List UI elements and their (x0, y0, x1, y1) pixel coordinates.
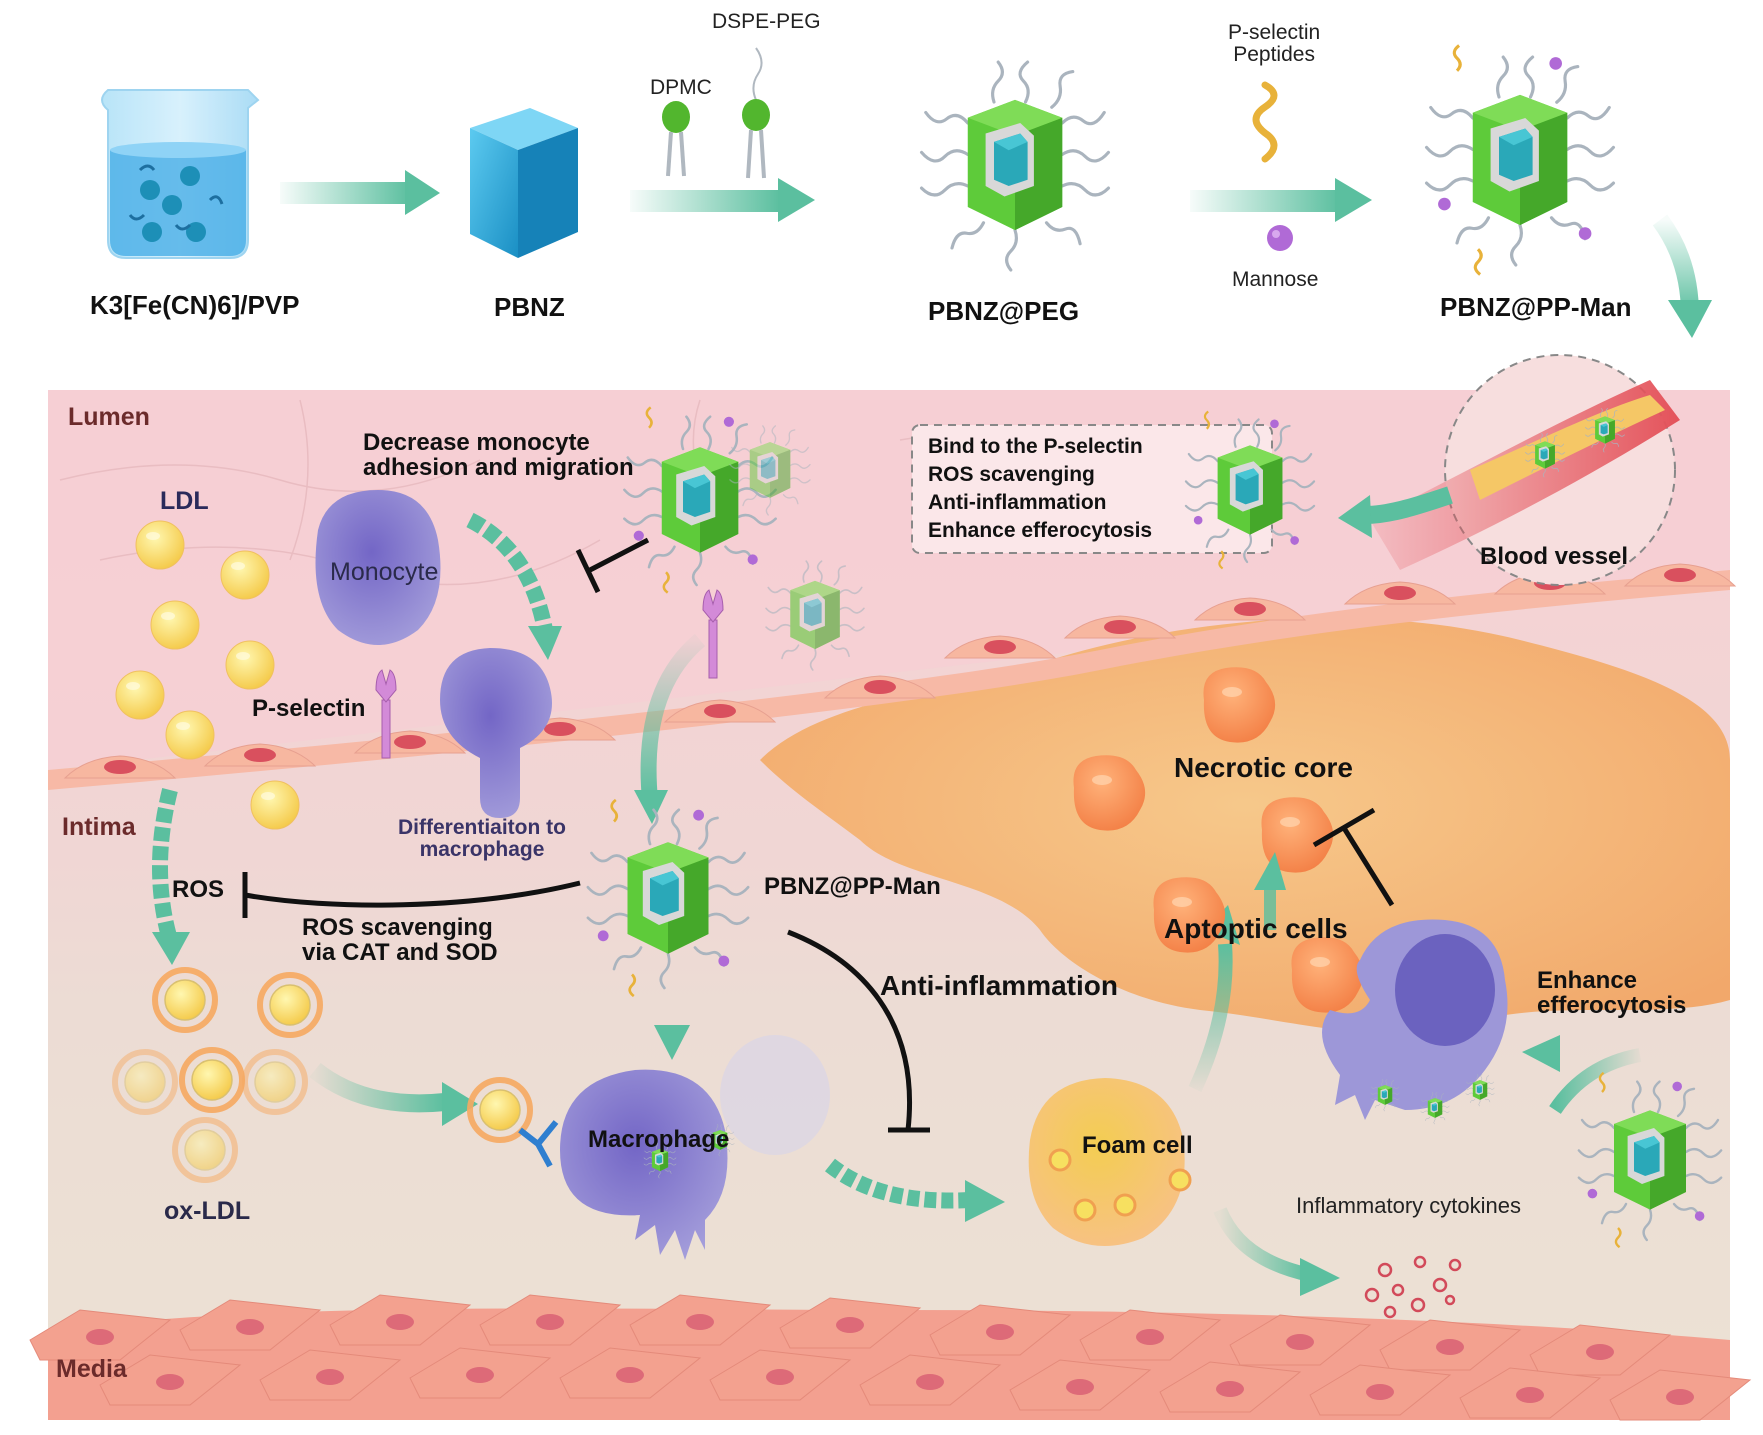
ros-inhibit-line (242, 872, 581, 918)
label-foam-cell: Foam cell (1082, 1132, 1193, 1159)
pbnz-peg-nanoparticle-icon (919, 60, 1111, 272)
functions-box: Bind to the P-selectin ROS scavenging An… (928, 433, 1152, 545)
label-pbnz-pp-man: PBNZ@PP-Man (764, 873, 941, 900)
anti-inflammation-inhibit-line (787, 929, 930, 1133)
label-p-selectin-peptides: P-selectin Peptides (1228, 21, 1321, 67)
label-mannose: Mannose (1232, 268, 1319, 291)
label-pbnz: PBNZ (494, 292, 565, 322)
label-ros-scavenging: ROS scavenging via CAT and SOD (302, 914, 498, 967)
p-selectin-receptor-icon (375, 589, 724, 759)
label-necrotic-core: Necrotic core (1174, 752, 1353, 783)
media-smooth-muscle-layer (29, 1294, 1751, 1421)
nanoparticle-to-macrophage-arrow (654, 960, 690, 1060)
oxldl-to-macrophage-arrow (309, 1062, 478, 1126)
label-ox-ldl: ox-LDL (164, 1197, 251, 1225)
label-enhance-efferocytosis: Enhance efferocytosis (1537, 967, 1687, 1020)
vessel-to-box-arrow (1338, 486, 1453, 538)
macrophage-to-foam-arrow (825, 1158, 1005, 1222)
dpmc-lipid-icon (662, 101, 690, 177)
label-ldl: LDL (160, 487, 209, 515)
macrophage-cell (560, 1035, 830, 1260)
scavenger-receptor-icon (518, 1120, 559, 1168)
label-dpmc: DPMC (650, 76, 712, 99)
p-selectin-peptide-icon (1252, 81, 1278, 163)
function-item: Bind to the P-selectin (928, 435, 1143, 458)
migration-arrow (466, 512, 562, 660)
beaker-icon (101, 89, 260, 259)
nanoparticle-to-efferocyte-arrow (1522, 1035, 1642, 1114)
label-inflammatory-cytokines: Inflammatory cytokines (1296, 1193, 1521, 1218)
label-differentiation: Differentiaiton to macrophage (398, 816, 566, 862)
label-dspe-peg: DSPE-PEG (712, 10, 821, 33)
layer-label-lumen: Lumen (68, 403, 150, 431)
mannose-icon (1267, 225, 1293, 251)
foam-to-cytokines-arrow (1213, 1207, 1340, 1296)
inflammatory-cytokines-icon (1364, 1255, 1462, 1319)
synthesis-arrow-3 (1190, 178, 1372, 222)
efferocytic-macrophage-cell (1322, 919, 1508, 1125)
ldl-oxidation-arrow (152, 788, 190, 965)
down-arrow-to-vessel (1652, 214, 1712, 338)
blood-vessel-inset (1370, 354, 1680, 586)
label-anti-inflammation: Anti-inflammation (880, 970, 1118, 1001)
nanoparticle-entry-arrow (634, 633, 706, 824)
pbnz-pp-man-nanoparticle-icon (1427, 46, 1614, 275)
label-macrophage: Macrophage (588, 1126, 730, 1153)
apoptotic-to-necrotic-arrow (1254, 852, 1286, 930)
label-pbnz-peg: PBNZ@PEG (928, 296, 1080, 326)
migrating-monocyte-cell (440, 648, 552, 818)
plaque-necrotic-core-region (760, 618, 1730, 1033)
monocyte-cell (315, 490, 441, 645)
dspe-peg-lipid-icon (742, 47, 770, 179)
pbnz-cube-icon (470, 108, 578, 258)
function-item: Anti-inflammation (928, 491, 1107, 514)
layer-label-media: Media (56, 1355, 127, 1383)
label-precursor: K3[Fe(CN)6]/PVP (90, 290, 300, 320)
necrotic-core-inhibit-line (1312, 807, 1395, 907)
label-pbnz-pp-man-top: PBNZ@PP-Man (1440, 292, 1632, 322)
label-apoptotic-cells: Aptoptic cells (1164, 913, 1348, 944)
foam-cell (1028, 1078, 1192, 1246)
label-blood-vessel: Blood vessel (1480, 543, 1629, 570)
inhibit-monocyte-adhesion (575, 537, 650, 594)
function-item: ROS scavenging (928, 463, 1095, 486)
label-decrease-monocyte: Decrease monocyte adhesion and migration (363, 429, 634, 482)
layer-label-intima: Intima (62, 813, 136, 841)
label-p-selectin: P-selectin (252, 695, 366, 722)
label-monocyte: Monocyte (330, 558, 439, 586)
synthesis-arrow-2 (630, 178, 815, 222)
function-item: Enhance efferocytosis (928, 519, 1153, 542)
label-ros: ROS (172, 876, 225, 903)
synthesis-arrow-1 (280, 170, 440, 215)
